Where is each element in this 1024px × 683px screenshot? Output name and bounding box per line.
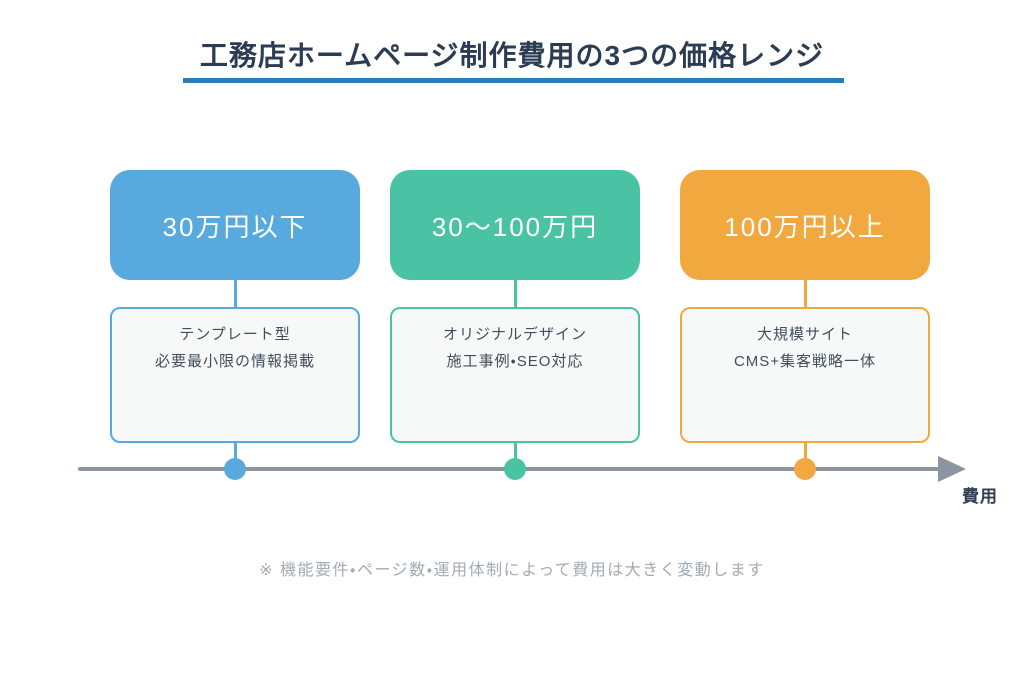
price-range-badge: 30万円以下 (110, 170, 360, 280)
detail-line: 必要最小限の情報掲載 (154, 353, 315, 370)
price-range-badge: 30〜100万円 (390, 170, 640, 280)
connector-line (233, 280, 237, 307)
detail-card: オリジナルデザイン 施工事例・SEO対応 (390, 307, 640, 443)
price-range-column-low: 30万円以下 テンプレート型 必要最小限の情報掲載 (110, 170, 360, 500)
connector-line (513, 443, 517, 469)
axis-dot (794, 458, 816, 480)
price-range-column-high: 100万円以上 大規模サイト CMS+集客戦略一体 (680, 170, 930, 500)
title-underline (183, 78, 844, 83)
footnote: ※ 機能要件・ページ数・運用体制によって費用は大きく変動します (259, 562, 765, 579)
detail-line: 大規模サイト (756, 326, 853, 343)
cost-axis-arrowhead-icon (938, 456, 966, 482)
price-range-badge: 100万円以上 (680, 170, 930, 280)
detail-line: テンプレート型 (179, 326, 291, 343)
connector-line (803, 280, 807, 307)
detail-card: テンプレート型 必要最小限の情報掲載 (110, 307, 360, 443)
axis-dot (224, 458, 246, 480)
connector-line (803, 443, 807, 469)
axis-dot (504, 458, 526, 480)
detail-line: オリジナルデザイン (442, 326, 587, 343)
connector-line (513, 280, 517, 307)
detail-line: CMS+集客戦略一体 (733, 353, 877, 370)
detail-card: 大規模サイト CMS+集客戦略一体 (680, 307, 930, 443)
connector-line (233, 443, 237, 469)
price-range-column-mid: 30〜100万円 オリジナルデザイン 施工事例・SEO対応 (390, 170, 640, 500)
detail-line: 施工事例・SEO対応 (446, 353, 584, 370)
cost-axis-label: 費用 (962, 487, 998, 506)
page-title: 工務店ホームページ制作費用の3つの価格レンジ (199, 40, 825, 71)
